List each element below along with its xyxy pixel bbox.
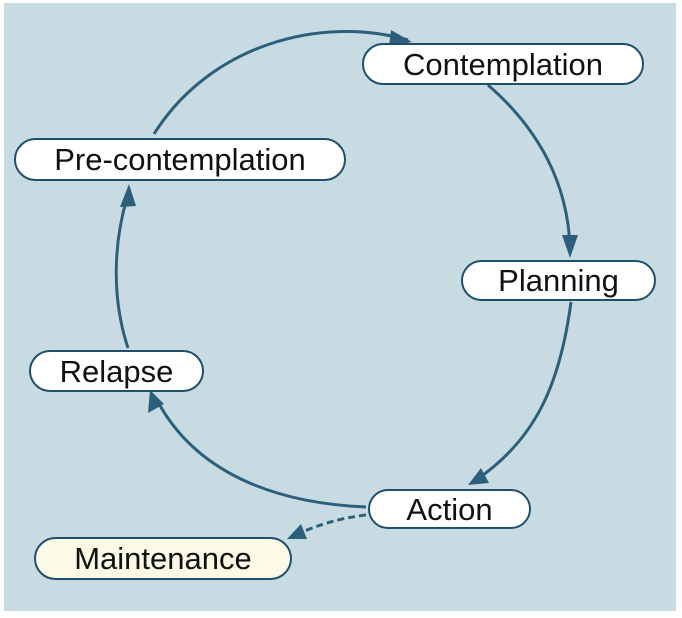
diagram-panel [4, 3, 676, 611]
edge-planning-to-action [475, 301, 573, 482]
node-label: Relapse [59, 353, 174, 389]
arrowhead-planning [562, 235, 578, 258]
arrowhead-contemplation [389, 30, 412, 46]
node-label: Contemplation [403, 46, 603, 82]
edge-action-to-maintenance [299, 513, 367, 535]
node-label: Maintenance [74, 541, 252, 576]
node-pre-contemplation: Pre-contemplation [14, 138, 346, 181]
arrowhead-relapse [148, 390, 164, 413]
node-contemplation: Contemplation [362, 43, 644, 85]
edge-action-to-relapse [156, 401, 367, 509]
node-label: Planning [498, 263, 619, 298]
arrowhead-action [468, 468, 489, 485]
node-label: Pre-contemplation [54, 142, 306, 177]
node-planning: Planning [461, 260, 656, 301]
node-maintenance: Maintenance [34, 537, 292, 580]
arrowhead-maintenance [287, 524, 307, 539]
edge-precontemplation-to-contemplation [152, 30, 409, 135]
node-relapse: Relapse [29, 350, 204, 392]
edge-contemplation-to-planning [487, 83, 572, 249]
node-label: Action [406, 491, 493, 527]
edge-relapse-to-precontemplation [114, 197, 130, 349]
node-action: Action [368, 489, 531, 529]
arrowhead-precontemplation [120, 184, 136, 207]
